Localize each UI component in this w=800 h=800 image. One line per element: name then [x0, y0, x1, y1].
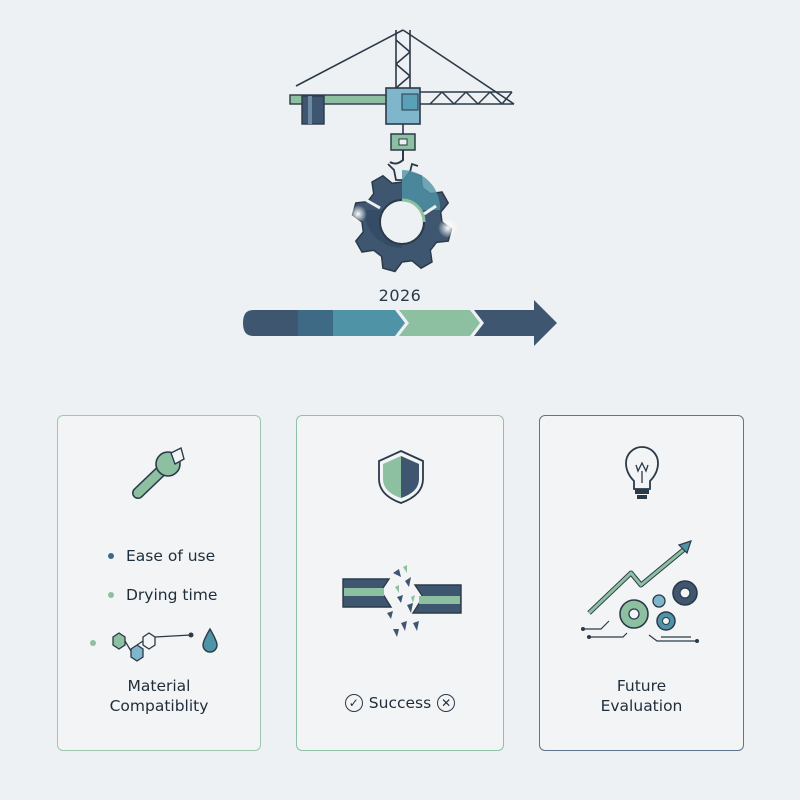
wrench-icon — [132, 446, 185, 499]
card-caption: Material Compatiblity — [58, 676, 260, 716]
growth-gears-icon — [581, 540, 699, 643]
bullet-dot — [108, 553, 114, 559]
caption-line: Compatiblity — [109, 697, 209, 715]
success-card: ✓ Success ✕ — [296, 415, 504, 751]
cross-icon: ✕ — [437, 694, 456, 712]
future-evaluation-card: Future Evaluation — [539, 415, 744, 751]
card-caption: Future Evaluation — [540, 676, 743, 716]
timeline-year-label: 2026 — [378, 286, 422, 305]
bullet-dot — [108, 592, 114, 598]
bullet-label: Drying time — [126, 586, 218, 604]
material-compatibility-card: Ease of use Drying time Material Compati… — [57, 415, 261, 751]
lightbulb-icon — [625, 446, 659, 499]
crane-icon — [289, 29, 515, 181]
bullet-label: Ease of use — [126, 547, 216, 565]
broken-bridge-icon — [342, 565, 462, 637]
caption-line: Material — [127, 677, 191, 695]
shield-icon — [378, 450, 424, 504]
check-icon: ✓ — [344, 694, 363, 712]
caption-line: Evaluation — [600, 697, 683, 715]
bullet-ease-of-use: Ease of use — [108, 547, 215, 565]
caption-line: Future — [616, 677, 667, 695]
gear-icon — [349, 169, 458, 273]
molecule-droplet-icon — [90, 627, 218, 662]
success-caption: ✓ Success ✕ — [297, 694, 503, 712]
timeline-arrow — [243, 300, 557, 346]
bullet-drying-time: Drying time — [108, 586, 217, 604]
success-label: Success — [368, 694, 432, 712]
crane-gear-illustration — [243, 29, 557, 346]
